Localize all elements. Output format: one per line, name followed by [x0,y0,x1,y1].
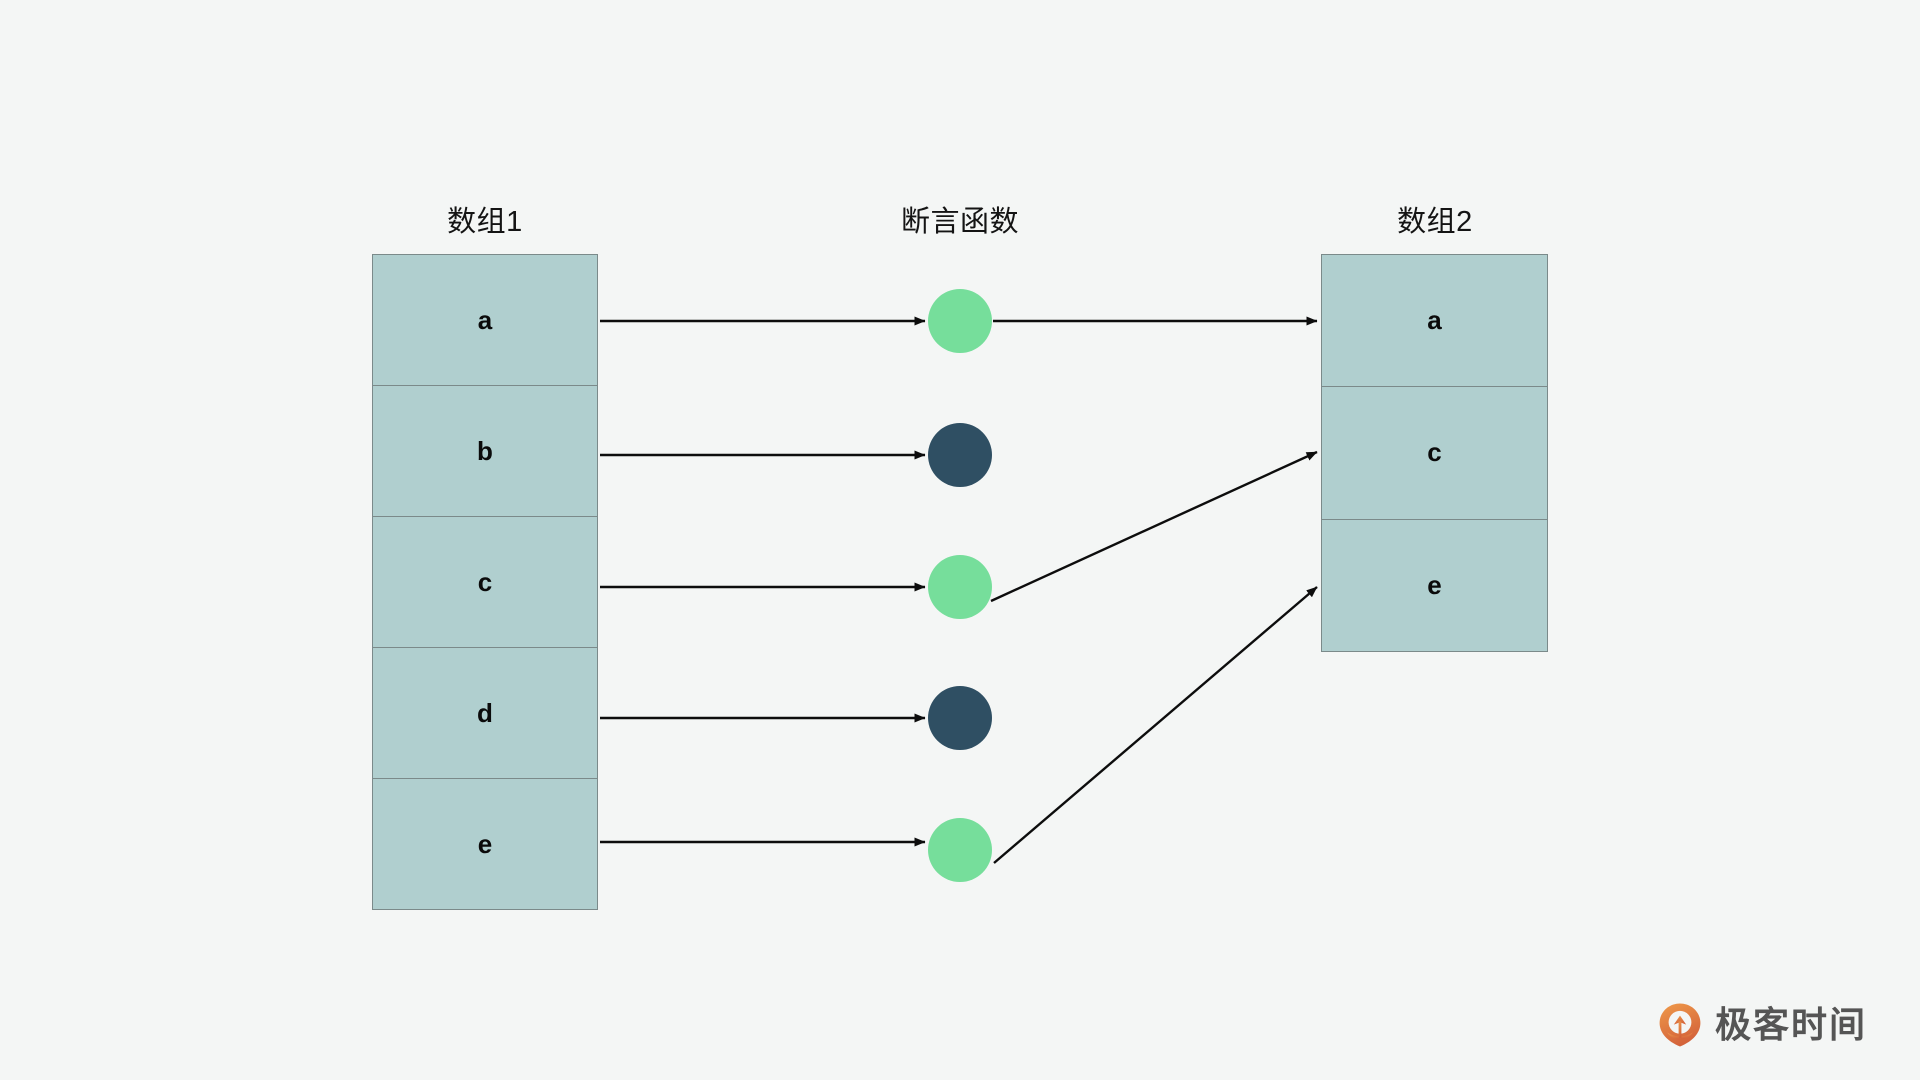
result-array-label: 数组2 [1397,206,1473,238]
source-cell-e[interactable]: e [477,828,493,859]
result-cell-e[interactable]: e [1427,569,1442,600]
source-cell-d[interactable]: d [373,648,597,779]
edge-out-e [993,586,1318,864]
input-edges [600,316,926,847]
source-cell-c[interactable]: c [373,517,597,648]
geektime-pin-logo-icon [1657,1002,1703,1048]
source-cell-b[interactable]: b [373,386,597,517]
predicate-node-d[interactable] [928,686,992,750]
predicate-node-b[interactable] [928,423,992,487]
predicate-node-c[interactable] [928,555,992,619]
predicate-node-e[interactable] [928,818,992,882]
result-array-box[interactable]: a c e [1321,254,1548,652]
source-array-label: 数组1 [447,206,523,238]
watermark: 极客时间 [1657,1002,1867,1048]
predicate-node-a[interactable] [928,289,992,353]
edge-out-c [990,450,1318,603]
watermark-text: 极客时间 [1715,1004,1868,1045]
source-array-box[interactable]: a b c d e [372,254,598,910]
result-cell-c[interactable]: c [1322,387,1547,520]
result-cell-a[interactable]: a [1322,255,1547,388]
output-edges [990,316,1318,864]
predicate-function-label: 断言函数 [900,206,1020,238]
source-cell-a[interactable]: a [373,255,597,386]
